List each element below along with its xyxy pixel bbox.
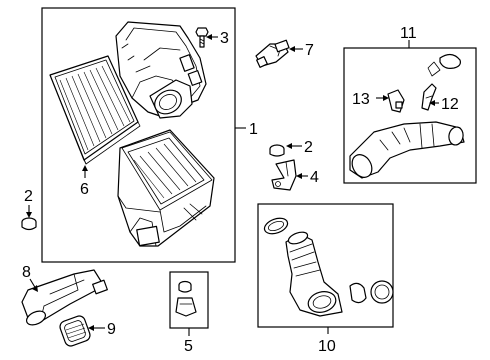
mass-air-flow-sensor [255, 39, 290, 68]
assembly-10-frame [257, 203, 394, 328]
assembly-1-frame [41, 7, 236, 263]
bolt [195, 27, 209, 48]
grommet-upper [269, 144, 285, 157]
assembly-11-frame [343, 47, 477, 184]
intake-grille [59, 315, 91, 347]
grommet-lower [21, 217, 37, 231]
intake-hose [263, 217, 394, 317]
callout-9: 9 [107, 321, 116, 338]
callout-6: 6 [80, 181, 89, 198]
air-cleaner-housing [117, 129, 215, 247]
callout-10: 10 [318, 338, 336, 355]
callout-13: 13 [352, 91, 370, 108]
callout-4: 4 [310, 169, 319, 186]
callout-2-upper: 2 [304, 139, 313, 156]
callout-8: 8 [22, 264, 31, 281]
callout-3: 3 [220, 30, 229, 47]
air-filter-element [49, 55, 141, 165]
callout-11: 11 [400, 25, 417, 42]
bracket [271, 159, 297, 191]
clip-with-grommet [175, 280, 197, 317]
callout-2-lower: 2 [24, 188, 33, 205]
air-cleaner-cover [115, 21, 207, 119]
outlet-duct-assembly [349, 53, 465, 179]
air-intake-duct [21, 269, 108, 326]
leader-lines [26, 34, 439, 336]
callout-1: 1 [249, 121, 258, 138]
callout-12: 12 [441, 96, 459, 113]
callout-7: 7 [305, 42, 314, 59]
callout-5: 5 [184, 338, 193, 355]
